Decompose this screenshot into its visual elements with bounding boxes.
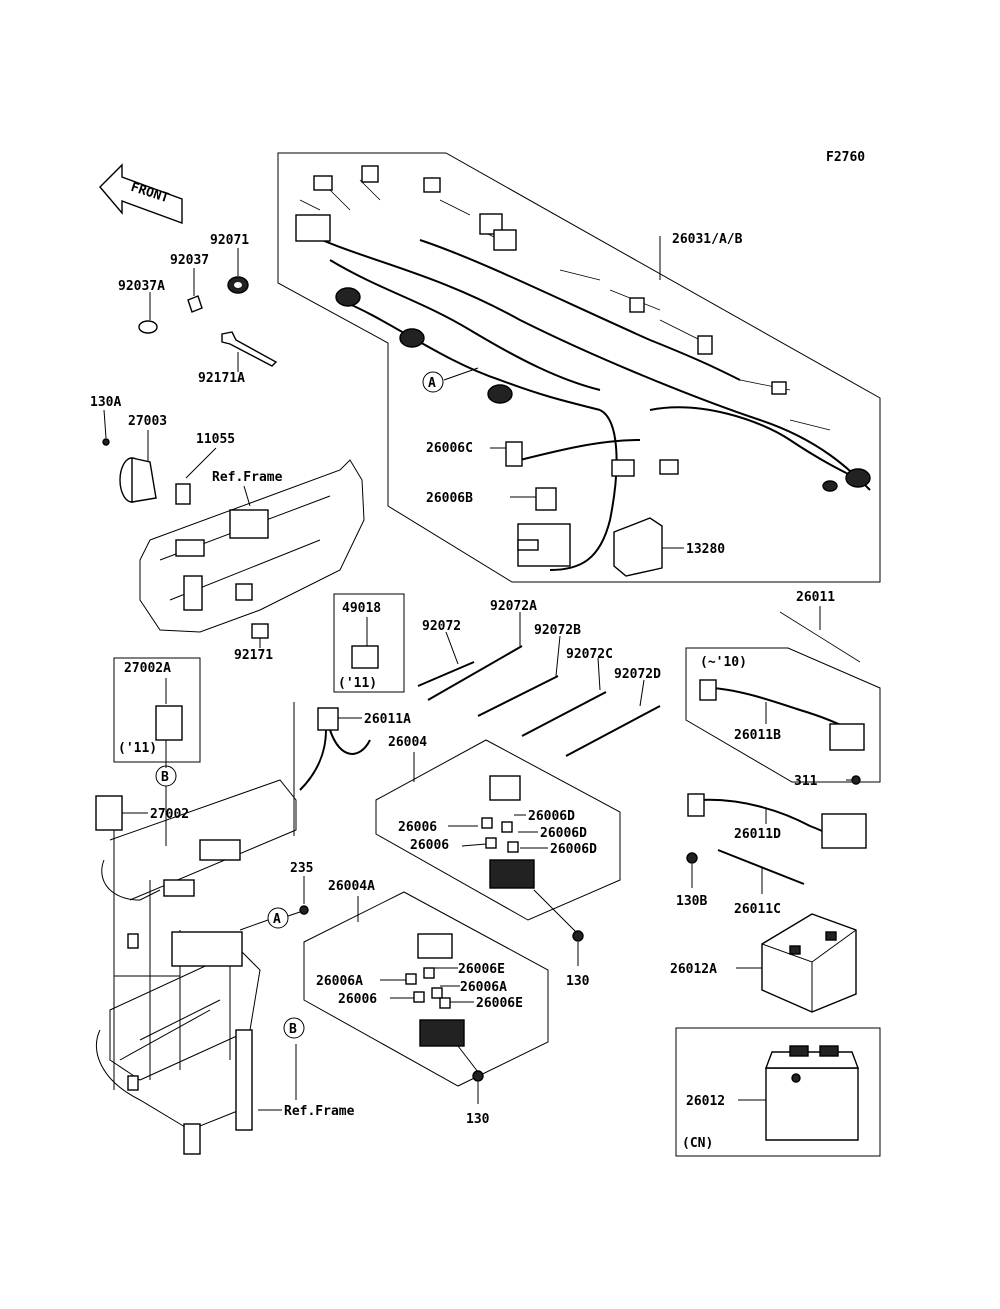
label-92037: 92037 bbox=[170, 253, 209, 268]
box-cn bbox=[675, 1027, 881, 1157]
label-130b: 130B bbox=[676, 894, 707, 909]
label-26006a-2: 26006A bbox=[460, 980, 507, 995]
box-26004a bbox=[303, 891, 549, 1087]
label-130-a: 130 bbox=[566, 974, 590, 989]
label-27002a: 27002A bbox=[124, 661, 171, 676]
relay-26006b bbox=[535, 487, 557, 511]
label-ref-frame-2: Ref.Frame bbox=[284, 1104, 355, 1119]
label-92037a: 92037A bbox=[118, 279, 165, 294]
relay-27002-icon bbox=[95, 795, 123, 831]
bracket-92171a-icon bbox=[221, 331, 278, 367]
label-92072: 92072 bbox=[422, 619, 461, 634]
label-26004a: 26004A bbox=[328, 879, 375, 894]
harness-panel-outline bbox=[277, 152, 881, 583]
battery-26012a-icon bbox=[761, 913, 857, 1013]
label-130a: 130A bbox=[90, 395, 121, 410]
label-92072a: 92072A bbox=[490, 599, 537, 614]
label-26011a: 26011A bbox=[364, 712, 411, 727]
label-26012: 26012 bbox=[686, 1094, 725, 1109]
relay-49018-icon bbox=[351, 645, 379, 669]
label-26011: 26011 bbox=[796, 590, 835, 605]
label-26012a: 26012A bbox=[670, 962, 717, 977]
fusebox-26004-icon bbox=[481, 775, 579, 935]
bracket-11055-icon bbox=[175, 483, 191, 505]
label-26006-a: 26006 bbox=[398, 820, 437, 835]
label-ref-frame-1: Ref.Frame bbox=[212, 470, 283, 485]
label-26006c: 26006C bbox=[426, 441, 473, 456]
label-26006-c: 26006 bbox=[338, 992, 377, 1007]
label-cn: (CN) bbox=[682, 1136, 713, 1151]
callout-b2-icon bbox=[283, 1017, 305, 1039]
clamp-92037a-icon bbox=[138, 320, 158, 334]
callout-a-icon bbox=[422, 371, 444, 393]
label-26006d-3: 26006D bbox=[550, 842, 597, 857]
label-26011c: 26011C bbox=[734, 902, 781, 917]
label-92072c: 92072C bbox=[566, 647, 613, 662]
harness-26011a-icon bbox=[293, 702, 371, 836]
label-26006b: 26006B bbox=[426, 491, 473, 506]
cable-ties bbox=[417, 645, 661, 757]
label-92072d: 92072D bbox=[614, 667, 661, 682]
label-27003: 27003 bbox=[128, 414, 167, 429]
clamp-92037-icon bbox=[187, 295, 203, 313]
cable-26011c-icon bbox=[686, 849, 805, 885]
front-arrow-icon: FRONT bbox=[99, 163, 183, 225]
battery-26012-icon bbox=[764, 1045, 860, 1141]
callout-b-2: B bbox=[289, 1022, 297, 1037]
callout-a2-icon bbox=[267, 907, 289, 929]
box-pre-2010 bbox=[685, 647, 881, 783]
label-235: 235 bbox=[290, 861, 313, 876]
label-26006d-1: 26006D bbox=[528, 809, 575, 824]
cable-26011b-icon bbox=[699, 679, 865, 751]
label-27002: 27002 bbox=[150, 807, 189, 822]
callout-b-1: B bbox=[161, 770, 169, 785]
bolt-130-a-icon bbox=[572, 930, 584, 942]
relay-27002a-icon bbox=[155, 705, 183, 741]
cover-13280 bbox=[613, 517, 684, 577]
front-frame bbox=[139, 459, 365, 639]
fusebox-26004a-icon bbox=[405, 933, 479, 1073]
label-26006-b: 26006 bbox=[410, 838, 449, 853]
label-yr11-a: ('11) bbox=[338, 676, 377, 691]
label-311: 311 bbox=[794, 774, 818, 789]
label-26011b: 26011B bbox=[734, 728, 781, 743]
label-11055: 11055 bbox=[196, 432, 235, 447]
cable-26011d-icon bbox=[687, 775, 867, 849]
box-26004 bbox=[375, 739, 621, 921]
label-26011d: 26011D bbox=[734, 827, 781, 842]
label-yr11-b: ('11) bbox=[118, 741, 157, 756]
callout-a-1: A bbox=[428, 376, 436, 391]
label-92071: 92071 bbox=[210, 233, 249, 248]
horn-27003-icon bbox=[102, 438, 157, 503]
label-26006a-1: 26006A bbox=[316, 974, 363, 989]
label-49018: 49018 bbox=[342, 601, 381, 616]
label-92171: 92171 bbox=[234, 648, 273, 663]
label-26031: 26031/A/B bbox=[672, 232, 743, 247]
label-26006e-2: 26006E bbox=[476, 996, 523, 1011]
box-27002a bbox=[113, 657, 201, 763]
rear-frame bbox=[95, 779, 297, 1155]
label-13280: 13280 bbox=[686, 542, 725, 557]
label-26006d-2: 26006D bbox=[540, 826, 587, 841]
main-harness bbox=[295, 165, 871, 571]
label-yr10: (~'10) bbox=[700, 655, 747, 670]
label-26006e-1: 26006E bbox=[458, 962, 505, 977]
label-92171a: 92171A bbox=[198, 371, 245, 386]
callout-a-2: A bbox=[273, 912, 281, 927]
figure-code: F2760 bbox=[826, 150, 865, 165]
box-49018 bbox=[333, 593, 405, 693]
label-130-b: 130 bbox=[466, 1112, 490, 1127]
grommet-92071-icon bbox=[227, 276, 249, 294]
label-92072b: 92072B bbox=[534, 623, 581, 638]
bolt-235-icon bbox=[299, 905, 309, 915]
bolt-130-b-icon bbox=[472, 1070, 484, 1082]
relay-26006c bbox=[505, 441, 523, 467]
label-26004: 26004 bbox=[388, 735, 427, 750]
